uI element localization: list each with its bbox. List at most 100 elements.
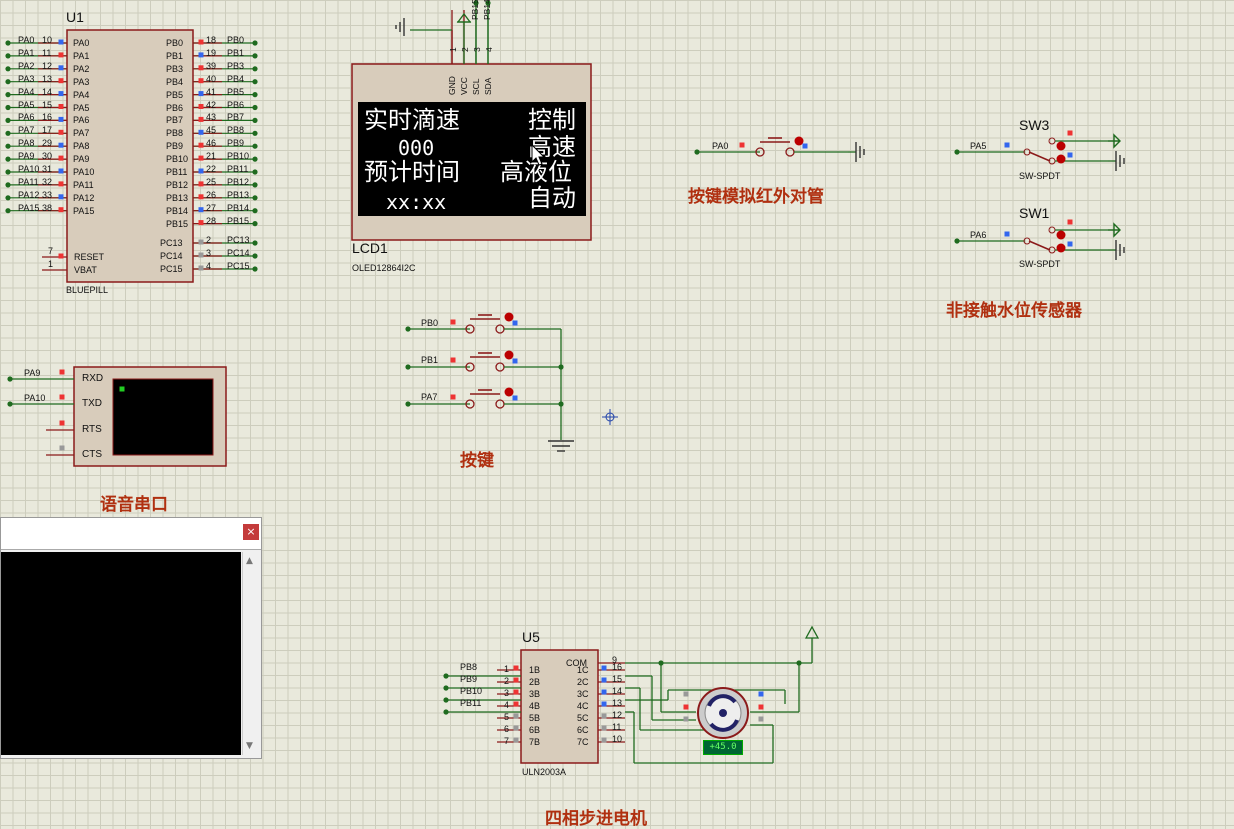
pin-state-marker: [758, 704, 764, 710]
pin-name: PA7: [73, 128, 90, 139]
net-terminal[interactable]: [252, 208, 258, 214]
net-terminal[interactable]: [405, 364, 411, 370]
net-terminal[interactable]: [5, 117, 11, 123]
net-terminal[interactable]: [5, 182, 11, 188]
net-terminal[interactable]: [252, 169, 258, 175]
net-terminal[interactable]: [252, 266, 258, 272]
net-terminal[interactable]: [252, 221, 258, 227]
net-terminal[interactable]: [252, 240, 258, 246]
pin-number: 45: [206, 125, 217, 136]
net-terminal[interactable]: [5, 79, 11, 85]
motor-label: 四相步进电机: [545, 809, 647, 829]
net-terminal[interactable]: [405, 401, 411, 407]
pin-state-marker: [198, 207, 204, 213]
net-terminal[interactable]: [252, 40, 258, 46]
net-terminal[interactable]: [954, 238, 960, 244]
net-terminal[interactable]: [5, 195, 11, 201]
net-junction[interactable]: [558, 401, 564, 407]
mcu-vbat-num: 1: [48, 259, 54, 269]
pin-state-marker: [512, 395, 518, 401]
net-terminal[interactable]: [252, 117, 258, 123]
terminal-scrollbar[interactable]: ▲ ▼: [242, 552, 261, 755]
net-terminal[interactable]: [252, 182, 258, 188]
net-terminal[interactable]: [5, 130, 11, 136]
pin-state-marker: [683, 691, 689, 697]
pin-name: PB11: [166, 167, 188, 177]
net-terminal[interactable]: [443, 685, 449, 691]
pin-name: 7C: [577, 737, 589, 747]
logic-probe: [504, 387, 514, 397]
net-label: PB10: [227, 151, 250, 162]
pin-name: PB3: [166, 63, 184, 74]
sw1-ref: SW1: [1019, 205, 1050, 221]
net-terminal[interactable]: [252, 66, 258, 72]
scroll-down-icon[interactable]: ▼: [246, 741, 253, 751]
net-terminal[interactable]: [473, 0, 479, 6]
net-label: PB0: [227, 35, 245, 45]
terminal-titlebar[interactable]: [1, 518, 261, 550]
net-terminal[interactable]: [443, 673, 449, 679]
net-terminal[interactable]: [5, 156, 11, 162]
pin-state-marker: [513, 665, 519, 671]
pin-state-marker: [198, 265, 204, 271]
pin-number: 10: [612, 734, 623, 744]
pin-name: PA10: [73, 167, 95, 177]
net-terminal[interactable]: [252, 92, 258, 98]
net-terminal[interactable]: [252, 104, 258, 111]
pin-state-marker: [58, 155, 64, 161]
pin-number: 13: [42, 73, 53, 84]
net-terminal[interactable]: [5, 104, 11, 111]
net-terminal[interactable]: [954, 149, 960, 155]
pin-state-marker: [1067, 241, 1073, 247]
pin-state-marker: [802, 143, 808, 149]
pin-number: 4: [504, 700, 510, 710]
net-terminal[interactable]: [5, 92, 11, 98]
net-terminal[interactable]: [443, 709, 449, 715]
net-terminal[interactable]: [7, 376, 13, 382]
net-terminal[interactable]: [252, 79, 258, 85]
lcd-pin-name: VCC: [459, 77, 469, 95]
net-terminal[interactable]: [5, 208, 11, 214]
pin-name: 6B: [529, 725, 541, 735]
net-terminal[interactable]: [5, 66, 11, 72]
net-terminal[interactable]: [485, 0, 491, 6]
pin-name: PA15: [73, 205, 95, 216]
virtual-terminal-window[interactable]: × ▲ ▼: [0, 517, 262, 759]
pin-number: 9: [612, 655, 618, 665]
net-terminal[interactable]: [252, 253, 258, 259]
pin-name: PB0: [166, 38, 184, 48]
pin-number: 33: [42, 189, 53, 200]
net-terminal[interactable]: [252, 143, 258, 149]
net-label: PA6: [18, 112, 35, 123]
pin-state-marker: [198, 52, 204, 58]
net-terminal[interactable]: [5, 169, 11, 175]
net-terminal[interactable]: [5, 143, 11, 149]
net-terminal[interactable]: [694, 149, 700, 155]
net-terminal[interactable]: [5, 53, 11, 59]
switch-blade: [1028, 151, 1051, 162]
motor-angle-readout: +45.0: [703, 740, 743, 755]
net-label: PA1: [18, 47, 35, 58]
pin-state-marker: [58, 168, 64, 174]
pin-state-marker: [198, 252, 204, 258]
net-terminal[interactable]: [5, 40, 11, 46]
pin-state-marker: [198, 104, 204, 109]
net-junction[interactable]: [558, 364, 564, 370]
pin-number: 3: [504, 688, 510, 698]
pin-state-marker: [198, 220, 204, 226]
scroll-up-icon[interactable]: ▲: [246, 556, 253, 566]
terminal-screen[interactable]: [1, 552, 241, 755]
net-terminal[interactable]: [443, 697, 449, 703]
terminal-close-button[interactable]: ×: [243, 524, 259, 540]
pin-number: 41: [206, 86, 217, 97]
net-terminal[interactable]: [252, 156, 258, 162]
net-terminal[interactable]: [252, 195, 258, 201]
net-terminal[interactable]: [252, 130, 258, 136]
pin-name: PA12: [73, 192, 95, 203]
pin-state-marker: [198, 65, 204, 71]
net-terminal[interactable]: [252, 53, 258, 59]
net-terminal[interactable]: [7, 401, 13, 407]
net-terminal[interactable]: [405, 326, 411, 332]
lcd-pin-number: 1: [448, 47, 458, 52]
oled-line1-left: 实时滴速: [364, 106, 460, 134]
